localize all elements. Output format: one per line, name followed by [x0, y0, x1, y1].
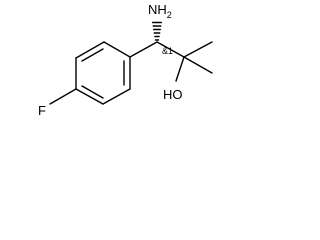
ring-bond-c2-c3	[75, 41, 105, 59]
ring-bond-c1-c2	[103, 41, 131, 58]
fluorine-label: F	[38, 103, 46, 118]
ring-bond-c4-c5	[75, 88, 104, 105]
benzene-ring	[75, 41, 131, 105]
stereo-descriptor-label: &1	[162, 46, 173, 56]
ring-bond-c5-c6	[102, 88, 131, 105]
amine-label: NH2	[148, 2, 172, 20]
bond-methyl-upper	[183, 41, 213, 58]
bond-hydroxyl	[175, 56, 185, 82]
ring-double-bond-c4-c5	[81, 85, 104, 99]
chemical-structure-diagram: NH2 &1 HO F	[38, 2, 213, 118]
hydroxyl-label: HO	[163, 87, 183, 102]
bond-ring-chiral-carbon	[129, 41, 158, 58]
hashed-wedge-bond	[151, 21, 163, 41]
bond-methyl-lower	[183, 56, 213, 74]
bond-chiral-quaternary	[156, 41, 185, 58]
ring-double-bond-c2-c3	[81, 48, 104, 62]
bond-ring-fluorine	[49, 88, 77, 105]
